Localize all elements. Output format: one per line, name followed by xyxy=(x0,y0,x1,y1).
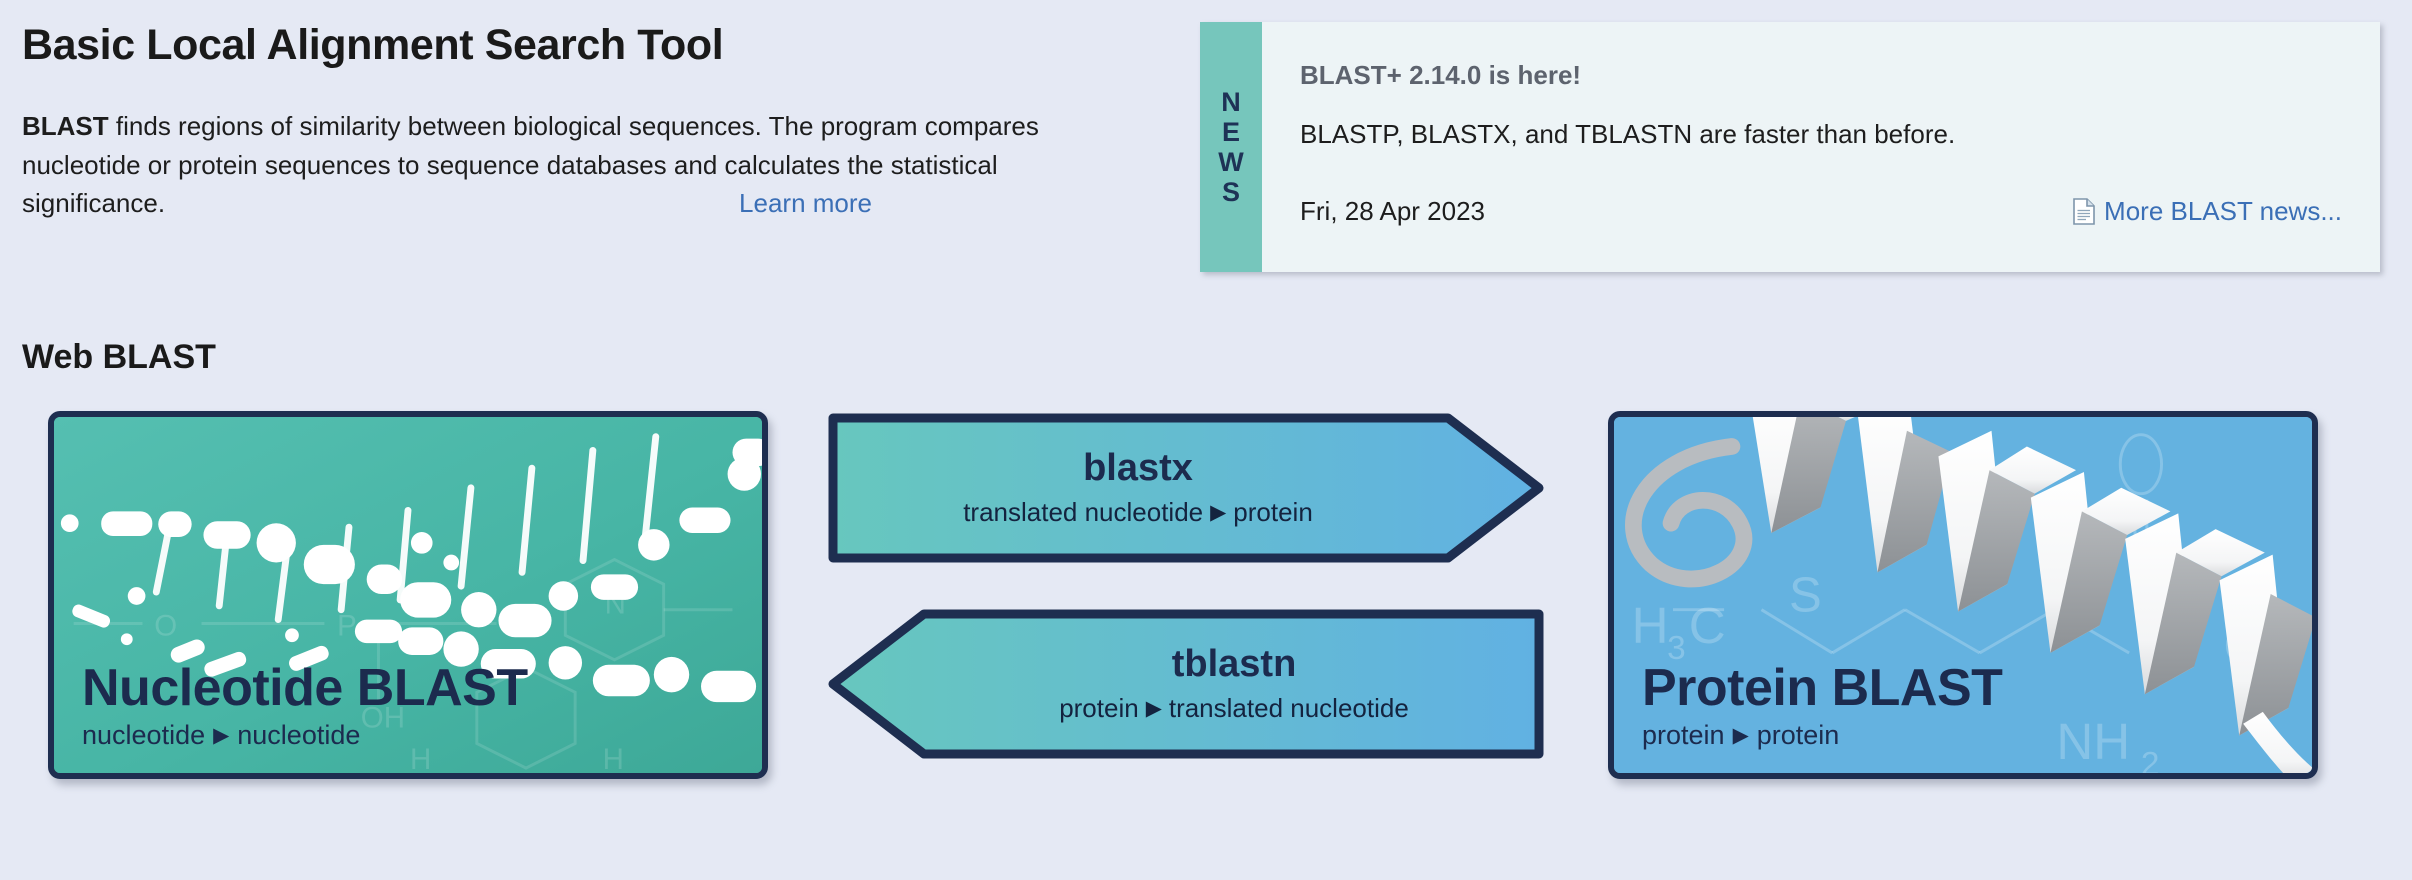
blastx-button[interactable]: blastx translated nucleotide ▶ protein xyxy=(828,413,1544,563)
page-title: Basic Local Alignment Search Tool xyxy=(22,21,724,69)
news-box: N E W S BLAST+ 2.14.0 is here! BLASTP, B… xyxy=(1200,22,2380,272)
news-date: Fri, 28 Apr 2023 xyxy=(1300,196,1485,226)
news-content: BLAST+ 2.14.0 is here! BLASTP, BLASTX, a… xyxy=(1262,22,2380,272)
intro-block: Basic Local Alignment Search Tool BLAST … xyxy=(0,21,1180,223)
triangle-right-icon: ▶ xyxy=(1732,724,1749,747)
news-strip-letter: S xyxy=(1221,176,1240,207)
subtitle-from: protein xyxy=(1642,720,1725,750)
subtitle-to: protein xyxy=(1756,720,1840,750)
blastx-arrow-shape xyxy=(828,413,1544,563)
protein-blast-subtitle: protein ▶ protein xyxy=(1642,720,2002,751)
news-body-text: BLASTP, BLASTX, and TBLASTN are faster t… xyxy=(1300,119,1956,149)
nucleotide-blast-title: Nucleotide BLAST xyxy=(82,659,528,718)
news-strip: N E W S xyxy=(1200,22,1262,272)
subtitle-from: nucleotide xyxy=(82,720,206,750)
svg-text:3: 3 xyxy=(1667,630,1686,667)
svg-text:C: C xyxy=(1689,597,1726,654)
svg-text:2: 2 xyxy=(2141,746,2160,779)
protein-blast-label: Protein BLAST protein ▶ protein xyxy=(1642,659,2003,751)
more-blast-news-label: More BLAST news... xyxy=(2104,196,2342,226)
svg-text:OH: OH xyxy=(361,702,405,735)
blast-tools-grid: O P O OH N H H xyxy=(0,401,2412,779)
nucleotide-blast-tile[interactable]: O P O OH N H H xyxy=(48,411,768,779)
subtitle-to: nucleotide xyxy=(237,720,361,750)
svg-text:NH: NH xyxy=(2056,713,2130,770)
protein-blast-title: Protein BLAST xyxy=(1642,659,2003,718)
svg-text:H: H xyxy=(603,743,624,776)
triangle-right-icon: ▶ xyxy=(213,724,230,747)
nucleotide-blast-label: Nucleotide BLAST nucleotide ▶ nucleotide xyxy=(82,661,528,751)
svg-text:H: H xyxy=(1632,597,1669,654)
svg-text:P: P xyxy=(337,609,357,642)
news-headline: BLAST+ 2.14.0 is here! xyxy=(1300,60,1582,90)
svg-text:O: O xyxy=(154,609,177,642)
section-title-web-blast: Web BLAST xyxy=(22,338,216,376)
intro-text: finds regions of similarity between biol… xyxy=(22,111,1039,219)
tblastn-button[interactable]: tblastn protein ▶ translated nucleotide xyxy=(828,609,1544,759)
protein-blast-tile[interactable]: H 3 C S OH NH 2 xyxy=(1608,411,2318,779)
intro-description: BLAST finds regions of similarity betwee… xyxy=(22,107,1082,222)
document-icon xyxy=(2073,198,2095,225)
intro-bold-term: BLAST xyxy=(22,111,109,142)
news-footer: Fri, 28 Apr 2023 More BLAST news... xyxy=(1300,196,2346,227)
nucleotide-blast-subtitle: nucleotide ▶ nucleotide xyxy=(82,720,528,751)
news-strip-letter: W xyxy=(1218,146,1244,177)
dna-double-helix-art: O P O OH N H H xyxy=(54,417,762,776)
svg-text:S: S xyxy=(1789,569,1822,623)
svg-text:H: H xyxy=(410,743,431,776)
top-section: Basic Local Alignment Search Tool BLAST … xyxy=(0,0,2412,272)
alpha-helix-ribbon-art: H 3 C S OH NH 2 xyxy=(1614,417,2312,779)
news-strip-letter: N xyxy=(1221,86,1241,117)
tblastn-arrow-shape xyxy=(828,609,1544,759)
more-blast-news-link[interactable]: More BLAST news... xyxy=(2073,196,2346,227)
learn-more-link[interactable]: Learn more xyxy=(739,188,872,219)
news-strip-letter: E xyxy=(1221,116,1240,147)
